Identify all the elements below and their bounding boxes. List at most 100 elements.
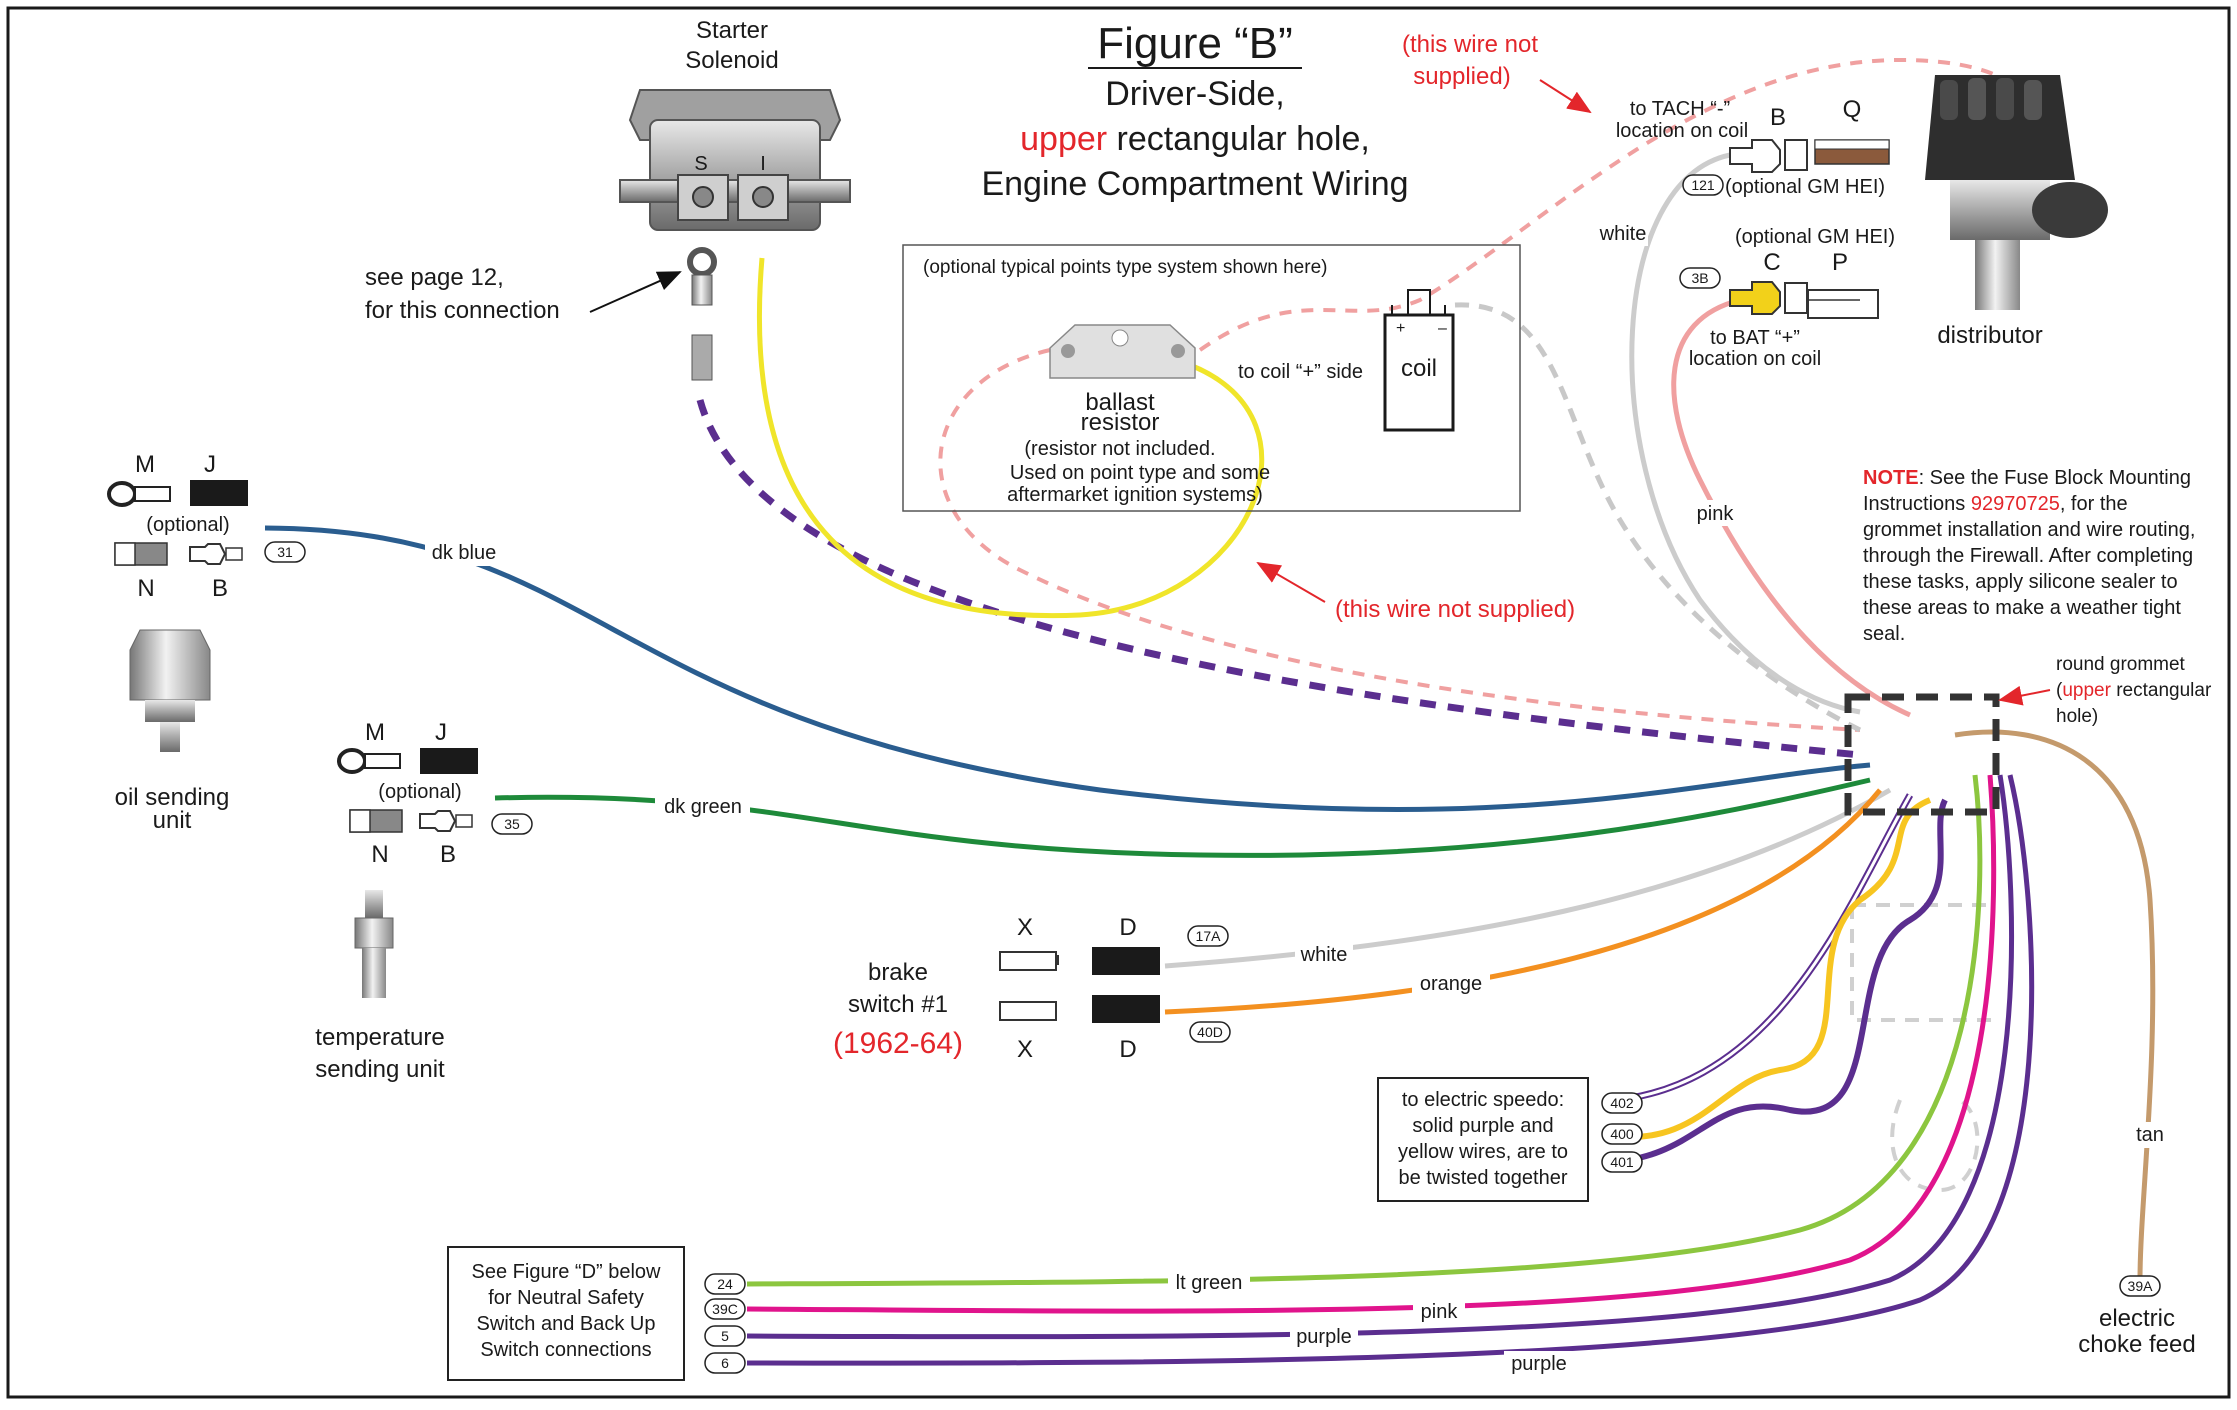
tag-402: 402 (1610, 1095, 1634, 1111)
see-page-line2: for this connection (365, 297, 560, 324)
grommet-l1: round grommet (2056, 654, 2186, 675)
ballast-note-2: Used on point type and some (1010, 462, 1270, 484)
oil-j: J (204, 451, 216, 478)
label-dk-blue: dk blue (432, 542, 497, 564)
ballast-note-3: aftermarket ignition systems) (1007, 484, 1263, 506)
coil-side-label: to coil “+” side (1238, 361, 1363, 383)
oil-unit-l2: unit (153, 807, 192, 834)
grommet-l2: (upper rectangular (2056, 680, 2212, 701)
label-white-brake: white (1300, 944, 1348, 966)
brake-d1: D (1119, 914, 1136, 941)
bat-line1: to BAT “+” (1710, 327, 1800, 349)
wire-grey-dashed (1454, 302, 1862, 733)
note-line2: Instructions 92970725, for the (1863, 493, 2128, 515)
temp-n: N (371, 841, 388, 868)
speedo-l1: to electric speedo: (1402, 1089, 1564, 1111)
wire-white-brake (1164, 787, 1892, 969)
title-line1: Driver-Side, (1105, 75, 1284, 113)
label-purple-2: purple (1511, 1353, 1567, 1375)
diagram-frame (6, 6, 2231, 1399)
temp-m: M (365, 719, 385, 746)
figure-d-l4: Switch connections (480, 1339, 651, 1361)
choke-l2: choke feed (2078, 1331, 2195, 1358)
bat-connector: (optional GM HEI) C P 3B to BAT “+” loca… (1679, 226, 1895, 370)
not-supplied-mid-arrow (1256, 561, 1326, 603)
tag-5: 5 (721, 1328, 729, 1344)
label-purple-1: purple (1296, 1326, 1352, 1348)
grommet-l3: hole) (2056, 706, 2098, 727)
wire-yellow-400 (1604, 797, 1932, 1140)
title-line3: Engine Compartment Wiring (981, 165, 1408, 203)
not-supplied-mid: (this wire not supplied) (1335, 596, 1575, 623)
wire-pink-dashed-top (1198, 57, 2052, 352)
see-page-line1: see page 12, (365, 264, 504, 291)
wire-purple-401 (1604, 798, 1948, 1165)
brake-d2: D (1119, 1036, 1136, 1063)
speedo-l2: solid purple and (1412, 1115, 1553, 1137)
wire-white-tach (1629, 152, 1861, 715)
distributor-label: distributor (1937, 322, 2042, 349)
figure-d-l3: Switch and Back Up (477, 1313, 656, 1335)
bat-line2: location on coil (1689, 348, 1821, 370)
note-line5: these tasks, apply silicone sealer to (1863, 571, 2178, 593)
tag-39c: 39C (712, 1301, 738, 1317)
tag-40d: 40D (1197, 1024, 1223, 1040)
label-lt-green: lt green (1176, 1272, 1243, 1294)
tag-35: 35 (504, 816, 520, 832)
wire-lt-green (746, 774, 1983, 1287)
temp-unit-l1: temperature (315, 1024, 444, 1051)
temp-optional: (optional) (378, 781, 461, 803)
points-box: (optional typical points type system sho… (902, 244, 1521, 512)
speedo-l3: yellow wires, are to (1398, 1141, 1568, 1163)
temp-b: B (440, 841, 456, 868)
label-orange: orange (1420, 973, 1482, 995)
solenoid-title-1: Starter (696, 17, 768, 44)
not-supplied-top-1: (this wire not (1402, 31, 1538, 58)
hidden-route-dashed (1850, 903, 1995, 1193)
tag-31: 31 (277, 544, 293, 560)
speedo-l4: be twisted together (1399, 1167, 1568, 1189)
ballast-note-1: (resistor not included. (1024, 438, 1215, 460)
wire-dk-blue (264, 525, 1871, 813)
temp-unit-l2: sending unit (315, 1056, 445, 1083)
choke-feed: 39A electric choke feed (2078, 1275, 2196, 1358)
coil-label: coil (1401, 355, 1437, 382)
brake-years: (1962-64) (833, 1027, 963, 1060)
label-pink: pink (1697, 503, 1735, 525)
tach-hei: (optional GM HEI) (1725, 176, 1885, 198)
see-page-arrow (589, 271, 682, 313)
note-line7: seal. (1863, 623, 1905, 645)
not-supplied-top-arrow (1539, 79, 1592, 114)
tach-line2: location on coil (1616, 120, 1748, 142)
oil-m: M (135, 451, 155, 478)
tach-b: B (1770, 104, 1786, 131)
wire-purple-6 (746, 774, 2035, 1366)
tach-connector: to TACH “-” location on coil B Q 121 (op… (1616, 96, 1890, 198)
figure-d-l1: See Figure “D” below (472, 1261, 662, 1283)
oil-sending-unit: oil sending unit (115, 629, 230, 834)
label-tan: tan (2136, 1124, 2164, 1146)
label-dk-green: dk green (664, 796, 742, 818)
tach-line1: to TACH “-” (1630, 98, 1730, 120)
wire-tan (1954, 729, 2156, 1281)
grommet-box (1844, 693, 2000, 816)
not-supplied-top-2: supplied) (1413, 63, 1510, 90)
wire-purple-5 (746, 774, 2015, 1340)
choke-l1: electric (2099, 1305, 2175, 1332)
solenoid-i-label: I (760, 153, 766, 175)
grommet-label: round grommet (upper rectangular hole) (1998, 654, 2212, 727)
label-white: white (1599, 223, 1647, 245)
solenoid-title-2: Solenoid (685, 47, 778, 74)
oil-n: N (137, 575, 154, 602)
wire-pink-bat (1671, 297, 1912, 718)
wire-pink-dashed-loop (938, 348, 1861, 732)
oil-optional: (optional) (146, 514, 229, 536)
temp-sending-unit: temperature sending unit (315, 890, 445, 1083)
oil-unit-l1: oil sending (115, 784, 230, 811)
wire-pink (746, 774, 1997, 1314)
tag-3b: 3B (1691, 270, 1708, 286)
coil-plus: + (1396, 320, 1405, 337)
brake-l1: brake (868, 959, 928, 986)
